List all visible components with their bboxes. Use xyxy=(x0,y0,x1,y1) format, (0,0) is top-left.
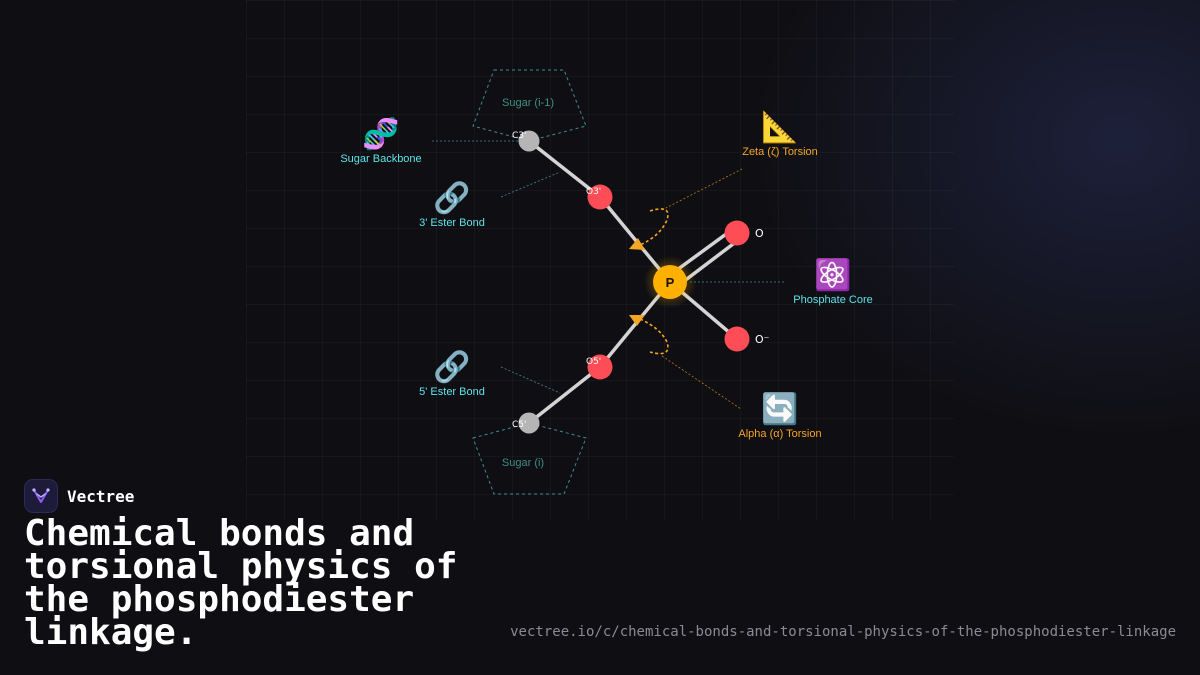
callout-sugar-backbone: 🧬 Sugar Backbone xyxy=(340,118,421,166)
callout-ester-5-label: 5' Ester Bond xyxy=(419,386,485,398)
callout-ester-3-label: 3' Ester Bond xyxy=(419,217,485,229)
link-icon: 🔗 xyxy=(433,181,471,216)
brand: Vectree xyxy=(24,479,134,513)
triangle-ruler-icon: 📐 xyxy=(761,110,799,145)
page-url[interactable]: vectree.io/c/chemical-bonds-and-torsiona… xyxy=(510,624,1176,640)
atom-c5 xyxy=(518,412,540,434)
atom-o-double-label: O xyxy=(755,227,764,240)
leader-zeta xyxy=(661,168,743,211)
zeta-torsion-arc xyxy=(639,208,669,246)
bond-o5-c5 xyxy=(527,365,602,425)
alpha-torsion-arrowhead xyxy=(629,315,645,326)
atom-c5-label: C5' xyxy=(512,420,526,430)
background-grid xyxy=(246,0,954,520)
rotate-icon: 🔄 xyxy=(761,392,799,427)
callout-zeta-label: Zeta (ζ) Torsion xyxy=(742,146,818,158)
callout-sugar-backbone-label: Sugar Backbone xyxy=(340,153,422,165)
leader-ester-5 xyxy=(500,366,561,394)
leader-alpha xyxy=(661,355,742,410)
atom-o5-label: O5' xyxy=(586,357,601,367)
atom-o-minus xyxy=(724,326,750,352)
callout-phosphate-label: Phosphate Core xyxy=(793,294,873,306)
link-icon: 🔗 xyxy=(433,350,471,385)
atom-icon: ⚛️ xyxy=(814,258,852,293)
callout-ester-5: 🔗 5' Ester Bond xyxy=(419,351,485,399)
bond-c3-o3 xyxy=(527,139,602,199)
atom-o-double xyxy=(724,220,750,246)
leader-ester-3 xyxy=(500,171,561,198)
callout-phosphate-core: ⚛️ Phosphate Core xyxy=(793,259,873,307)
callout-ester-3: 🔗 3' Ester Bond xyxy=(419,182,485,230)
atom-o5 xyxy=(587,354,613,380)
callout-zeta-torsion: 📐 Zeta (ζ) Torsion xyxy=(742,111,818,159)
sugar-lower-label: Sugar (i) xyxy=(502,457,544,469)
dna-icon: 🧬 xyxy=(362,117,400,152)
atom-o3-label: O3' xyxy=(586,187,601,197)
vectree-logo-icon xyxy=(24,479,58,513)
sugar-upper-label: Sugar (i-1) xyxy=(502,97,554,109)
atom-o-minus-label: O⁻ xyxy=(755,333,770,346)
callout-alpha-label: Alpha (α) Torsion xyxy=(738,428,822,440)
atom-c3-label: C3' xyxy=(512,131,526,141)
callout-alpha-torsion: 🔄 Alpha (α) Torsion xyxy=(738,393,821,441)
atom-o3 xyxy=(587,184,613,210)
zeta-torsion-arrowhead xyxy=(629,238,645,250)
atom-p-label: P xyxy=(666,275,675,290)
brand-name: Vectree xyxy=(67,486,135,506)
alpha-torsion-arc xyxy=(639,318,669,355)
page-title: Chemical bonds and torsional physics of … xyxy=(24,513,458,653)
atom-c3 xyxy=(518,130,540,152)
atom-p xyxy=(653,265,687,299)
